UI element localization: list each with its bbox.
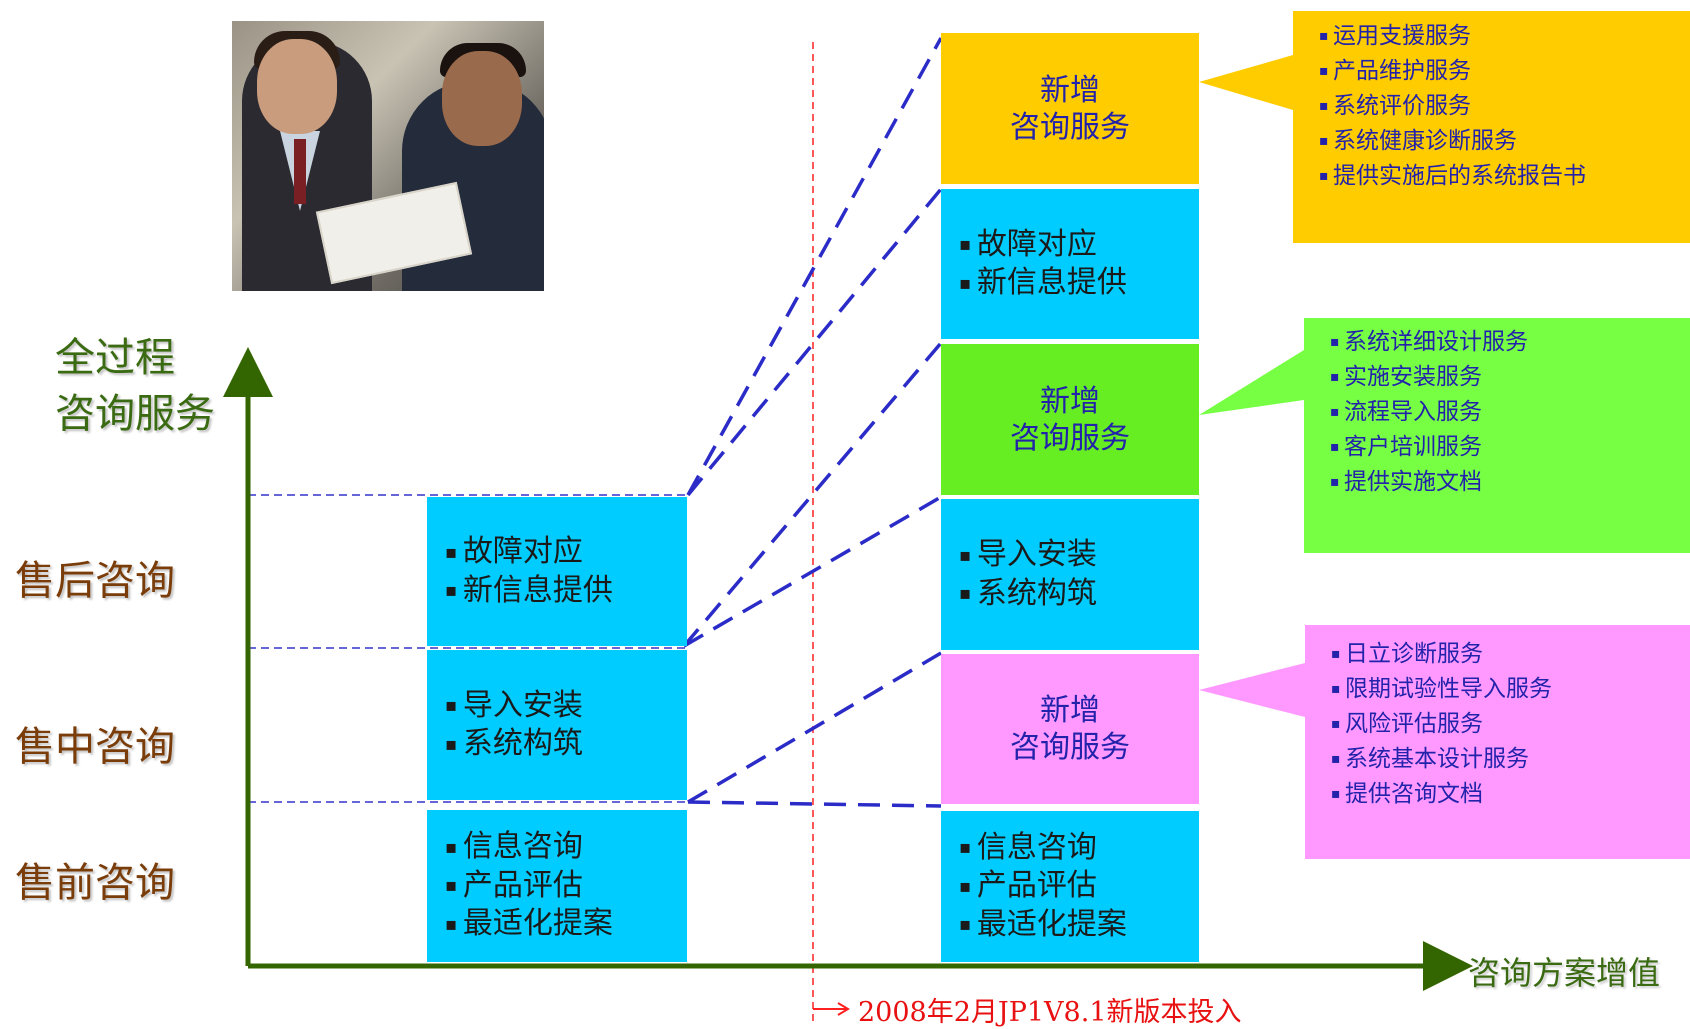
- list-item: 系统评价服务: [1319, 89, 1690, 124]
- list-item: 系统详细设计服务: [1330, 325, 1690, 360]
- list-item: 系统构筑: [445, 725, 583, 764]
- business-photo: [232, 21, 544, 291]
- list-item: 导入安装: [445, 687, 583, 726]
- list-item: 系统构筑: [959, 575, 1097, 614]
- list-item: 客户培训服务: [1330, 430, 1690, 465]
- list-item: 故障对应: [959, 226, 1097, 265]
- list-item: 系统基本设计服务: [1331, 742, 1690, 777]
- callout-green: 系统详细设计服务 实施安装服务 流程导入服务 客户培训服务 提供实施文档: [1304, 318, 1690, 553]
- callout-pink: 日立诊断服务 限期试验性导入服务 风险评估服务 系统基本设计服务 提供咨询文档: [1305, 625, 1690, 859]
- new-service-box-yellow: 新增 咨询服务: [941, 33, 1199, 184]
- left-after-sales-box: 故障对应 新信息提供: [427, 497, 687, 646]
- list-item: 新信息提供: [445, 572, 613, 611]
- right-after-sales-box: 故障对应 新信息提供: [941, 189, 1199, 339]
- list-item: 最适化提案: [959, 906, 1127, 945]
- callout-yellow: 运用支援服务 产品维护服务 系统评价服务 系统健康诊断服务 提供实施后的系统报告…: [1293, 11, 1690, 243]
- list-item: 实施安装服务: [1330, 360, 1690, 395]
- list-item: 产品评估: [959, 867, 1097, 906]
- list-item: 产品维护服务: [1319, 54, 1690, 89]
- list-item: 故障对应: [445, 533, 583, 572]
- left-in-sales-box: 导入安装 系统构筑: [427, 650, 687, 800]
- list-item: 信息咨询: [445, 828, 583, 867]
- y-level-after-sales: 售后咨询: [15, 558, 175, 604]
- list-item: 提供实施文档: [1330, 465, 1690, 500]
- y-level-in-sales: 售中咨询: [15, 724, 175, 770]
- new-service-box-green: 新增 咨询服务: [941, 344, 1199, 495]
- list-item: 限期试验性导入服务: [1331, 672, 1690, 707]
- timeline-label: 2008年2月JP1V8.1新版本投入: [858, 997, 1242, 1028]
- new-service-box-pink: 新增 咨询服务: [941, 654, 1199, 804]
- list-item: 运用支援服务: [1319, 19, 1690, 54]
- list-item: 日立诊断服务: [1331, 637, 1690, 672]
- list-item: 最适化提案: [445, 905, 613, 944]
- right-pre-sales-box: 信息咨询 产品评估 最适化提案: [941, 811, 1199, 962]
- x-axis-label: 咨询方案增值: [1468, 954, 1661, 992]
- list-item: 系统健康诊断服务: [1319, 124, 1690, 159]
- list-item: 提供实施后的系统报告书: [1319, 159, 1690, 194]
- list-item: 信息咨询: [959, 829, 1097, 868]
- left-pre-sales-box: 信息咨询 产品评估 最适化提案: [427, 810, 687, 962]
- list-item: 流程导入服务: [1330, 395, 1690, 430]
- list-item: 新信息提供: [959, 264, 1127, 303]
- list-item: 风险评估服务: [1331, 707, 1690, 742]
- right-in-sales-box: 导入安装 系统构筑: [941, 499, 1199, 650]
- list-item: 产品评估: [445, 867, 583, 906]
- list-item: 导入安装: [959, 536, 1097, 575]
- y-axis-top-label: 全过程 咨询服务: [55, 335, 215, 437]
- y-level-pre-sales: 售前咨询: [15, 860, 175, 906]
- list-item: 提供咨询文档: [1331, 777, 1690, 812]
